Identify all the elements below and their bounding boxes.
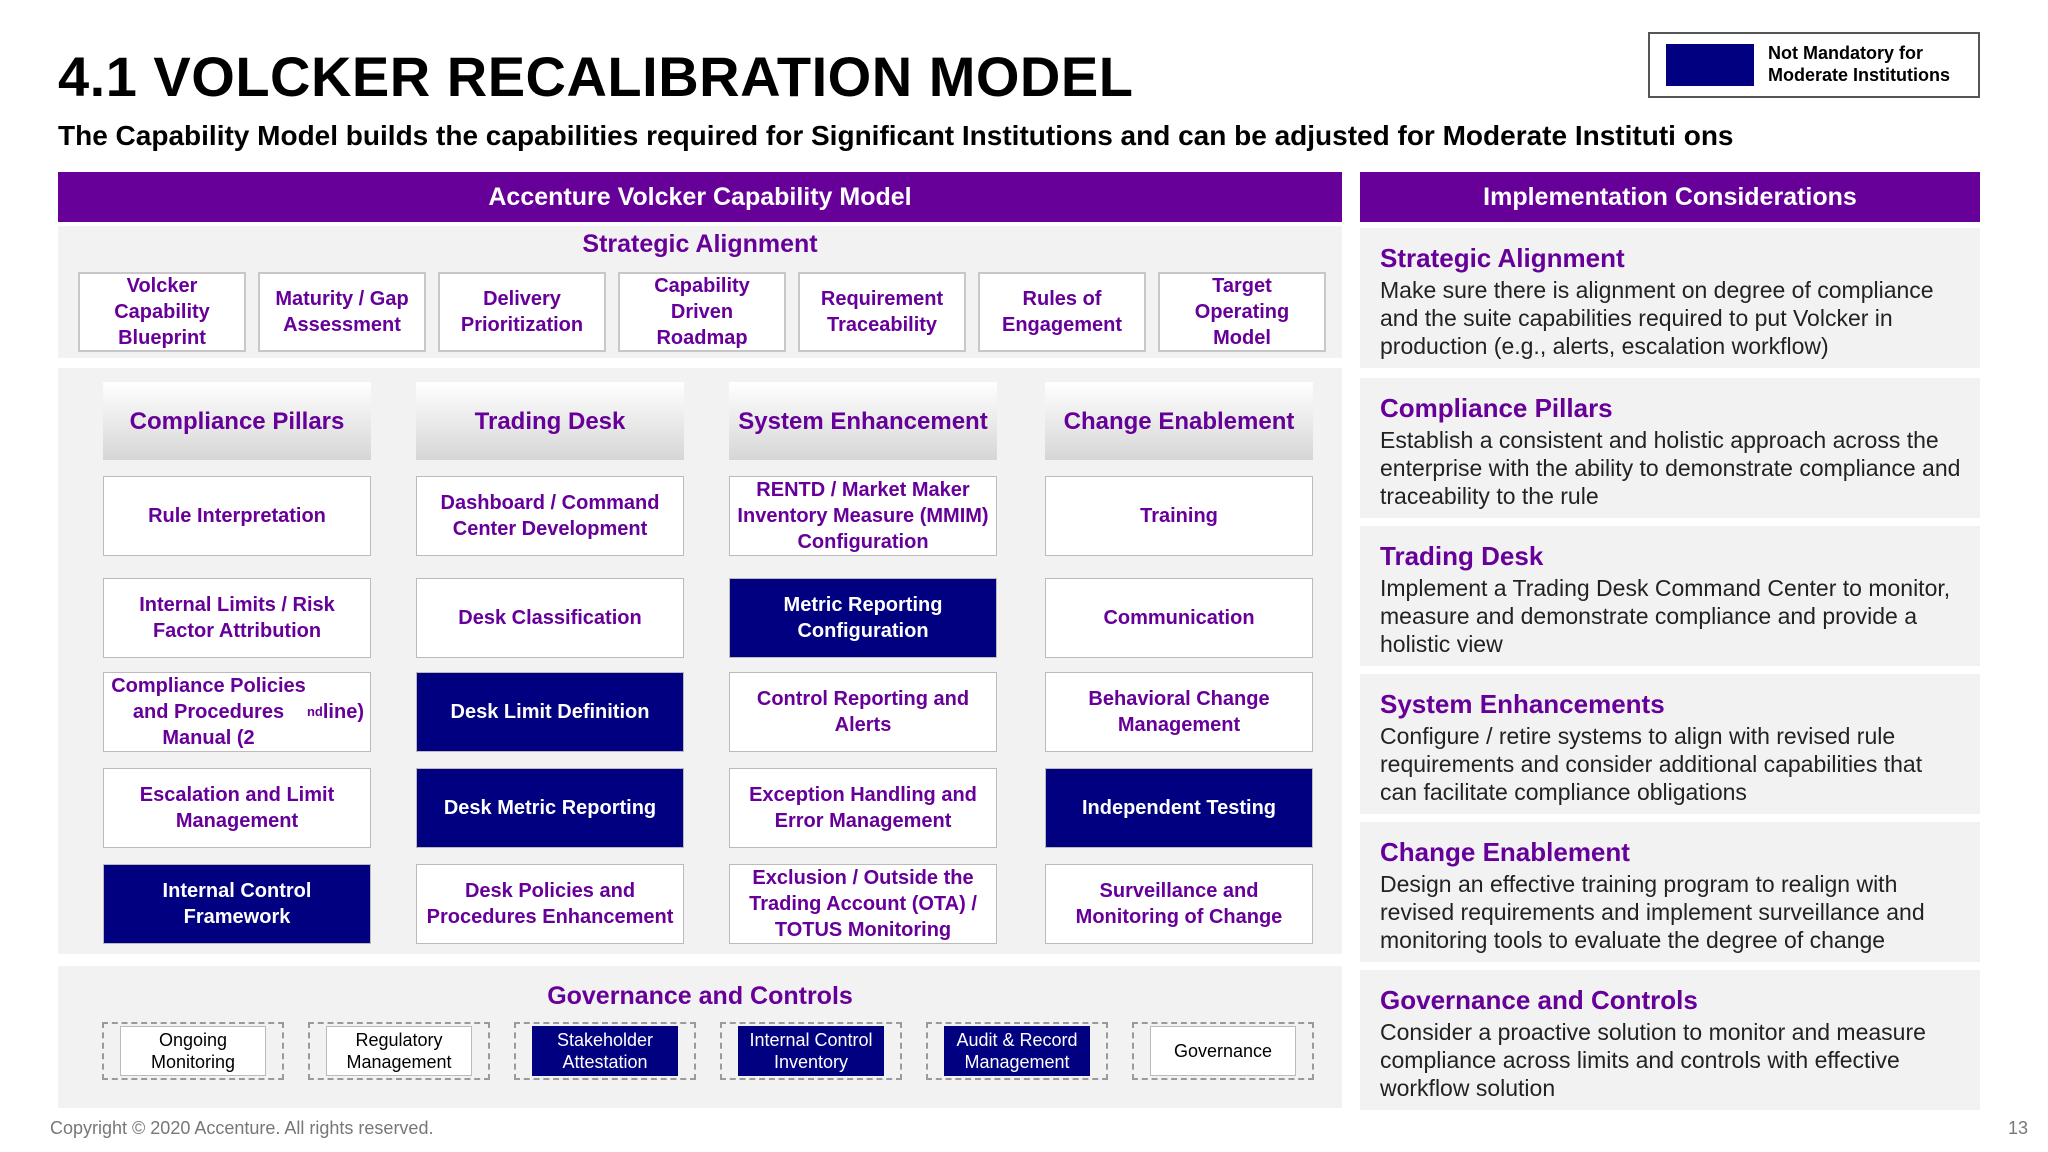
governance-item-internal-control-inventory: Internal Control Inventory xyxy=(720,1022,902,1080)
capability-control-reporting-and-alerts: Control Reporting and Alerts xyxy=(729,672,997,752)
column-header-trading-desk: Trading Desk xyxy=(416,382,684,460)
capability-rentd-market-maker-inventory-measure-mmim-configuration: RENTD / Market Maker Inventory Measure (… xyxy=(729,476,997,556)
capability-internal-control-framework: Internal Control Framework xyxy=(103,864,371,944)
capability-behavioral-change-management: Behavioral Change Management xyxy=(1045,672,1313,752)
capability-dashboard-command-center-development: Dashboard / Command Center Development xyxy=(416,476,684,556)
capability-surveillance-and-monitoring-of-change: Surveillance and Monitoring of Change xyxy=(1045,864,1313,944)
governance-item-label: Governance xyxy=(1150,1026,1296,1076)
page-number: 13 xyxy=(2008,1118,2029,1138)
capability-desk-limit-definition: Desk Limit Definition xyxy=(416,672,684,752)
capability-internal-limits-risk-factor-attribution: Internal Limits / Risk Factor Attributio… xyxy=(103,578,371,658)
consideration-title: Compliance Pillars xyxy=(1380,393,1613,423)
considerations-header: Implementation Considerations xyxy=(1360,172,1980,222)
legend-label: Not Mandatory for Moderate Institutions xyxy=(1768,42,1950,86)
governance-item-stakeholder-attestation: Stakeholder Attestation xyxy=(514,1022,696,1080)
strategic-item-delivery-prioritization: Delivery Prioritization xyxy=(438,272,606,352)
consideration-title: Governance and Controls xyxy=(1380,985,1698,1015)
consideration-text: Consider a proactive solution to monitor… xyxy=(1380,1019,1926,1101)
legend-label-line1: Not Mandatory for xyxy=(1768,43,1923,63)
capability-escalation-and-limit-management: Escalation and Limit Management xyxy=(103,768,371,848)
governance-panel: Governance and Controls Ongoing Monitori… xyxy=(58,966,1342,1108)
column-header-change-enablement: Change Enablement xyxy=(1045,382,1313,460)
strategic-item-target-operating-model: Target Operating Model xyxy=(1158,272,1326,352)
consideration-title: Change Enablement xyxy=(1380,837,1630,867)
legend-swatch xyxy=(1666,44,1754,86)
capability-compliance-policies-and-procedures-manual-2nd-line: Compliance Policies and Procedures Manua… xyxy=(103,672,371,752)
strategic-item-capability-driven-roadmap: Capability Driven Roadmap xyxy=(618,272,786,352)
consideration-title: Strategic Alignment xyxy=(1380,243,1625,273)
capability-exception-handling-and-error-management: Exception Handling and Error Management xyxy=(729,768,997,848)
consideration-text: Implement a Trading Desk Command Center … xyxy=(1380,575,1951,657)
governance-title: Governance and Controls xyxy=(547,982,853,1010)
capability-desk-classification: Desk Classification xyxy=(416,578,684,658)
strategic-item-volcker-capability-blueprint: Volcker Capability Blueprint xyxy=(78,272,246,352)
column-header-system-enhancement: System Enhancement xyxy=(729,382,997,460)
strategic-item-rules-of-engagement: Rules of Engagement xyxy=(978,272,1146,352)
capability-desk-policies-and-procedures-enhancement: Desk Policies and Procedures Enhancement xyxy=(416,864,684,944)
governance-item-label: Stakeholder Attestation xyxy=(532,1026,678,1076)
consideration-text: Configure / retire systems to align with… xyxy=(1380,723,1923,805)
capability-exclusion-outside-the-trading-account-ota-totus-monitoring: Exclusion / Outside the Trading Account … xyxy=(729,864,997,944)
copyright: Copyright © 2020 Accenture. All rights r… xyxy=(50,1118,434,1138)
strategic-alignment-title: Strategic Alignment xyxy=(582,230,818,258)
capability-desk-metric-reporting: Desk Metric Reporting xyxy=(416,768,684,848)
governance-item-label: Ongoing Monitoring xyxy=(120,1026,266,1076)
governance-item-regulatory-management: Regulatory Management xyxy=(308,1022,490,1080)
consideration-title: Trading Desk xyxy=(1380,541,1544,571)
capability-independent-testing: Independent Testing xyxy=(1045,768,1313,848)
consideration-text: Make sure there is alignment on degree o… xyxy=(1380,277,1934,359)
capability-rule-interpretation: Rule Interpretation xyxy=(103,476,371,556)
page-subtitle: The Capability Model builds the capabili… xyxy=(58,120,1734,151)
capability-model-header: Accenture Volcker Capability Model xyxy=(58,172,1342,222)
consideration-text: Design an effective training program to … xyxy=(1380,871,1925,953)
governance-item-audit-record-management: Audit & Record Management xyxy=(926,1022,1108,1080)
strategic-item-maturity-gap-assessment: Maturity / Gap Assessment xyxy=(258,272,426,352)
legend-label-line2: Moderate Institutions xyxy=(1768,65,1951,85)
governance-item-governance: Governance xyxy=(1132,1022,1314,1080)
governance-item-label: Internal Control Inventory xyxy=(738,1026,884,1076)
governance-item-label: Regulatory Management xyxy=(326,1026,472,1076)
strategic-alignment-panel: Strategic Alignment Volcker Capability B… xyxy=(58,226,1342,358)
consideration-title: System Enhancements xyxy=(1380,689,1665,719)
capability-metric-reporting-configuration: Metric Reporting Configuration xyxy=(729,578,997,658)
page-title: 4.1 VOLCKER RECALIBRATION MODEL xyxy=(58,45,1134,108)
capability-communication: Communication xyxy=(1045,578,1313,658)
strategic-item-requirement-traceability: Requirement Traceability xyxy=(798,272,966,352)
legend: Not Mandatory for Moderate Institutions xyxy=(1648,32,1980,98)
capability-training: Training xyxy=(1045,476,1313,556)
column-header-compliance-pillars: Compliance Pillars xyxy=(103,382,371,460)
governance-item-label: Audit & Record Management xyxy=(944,1026,1090,1076)
governance-item-ongoing-monitoring: Ongoing Monitoring xyxy=(102,1022,284,1080)
consideration-text: Establish a consistent and holistic appr… xyxy=(1380,427,1961,509)
